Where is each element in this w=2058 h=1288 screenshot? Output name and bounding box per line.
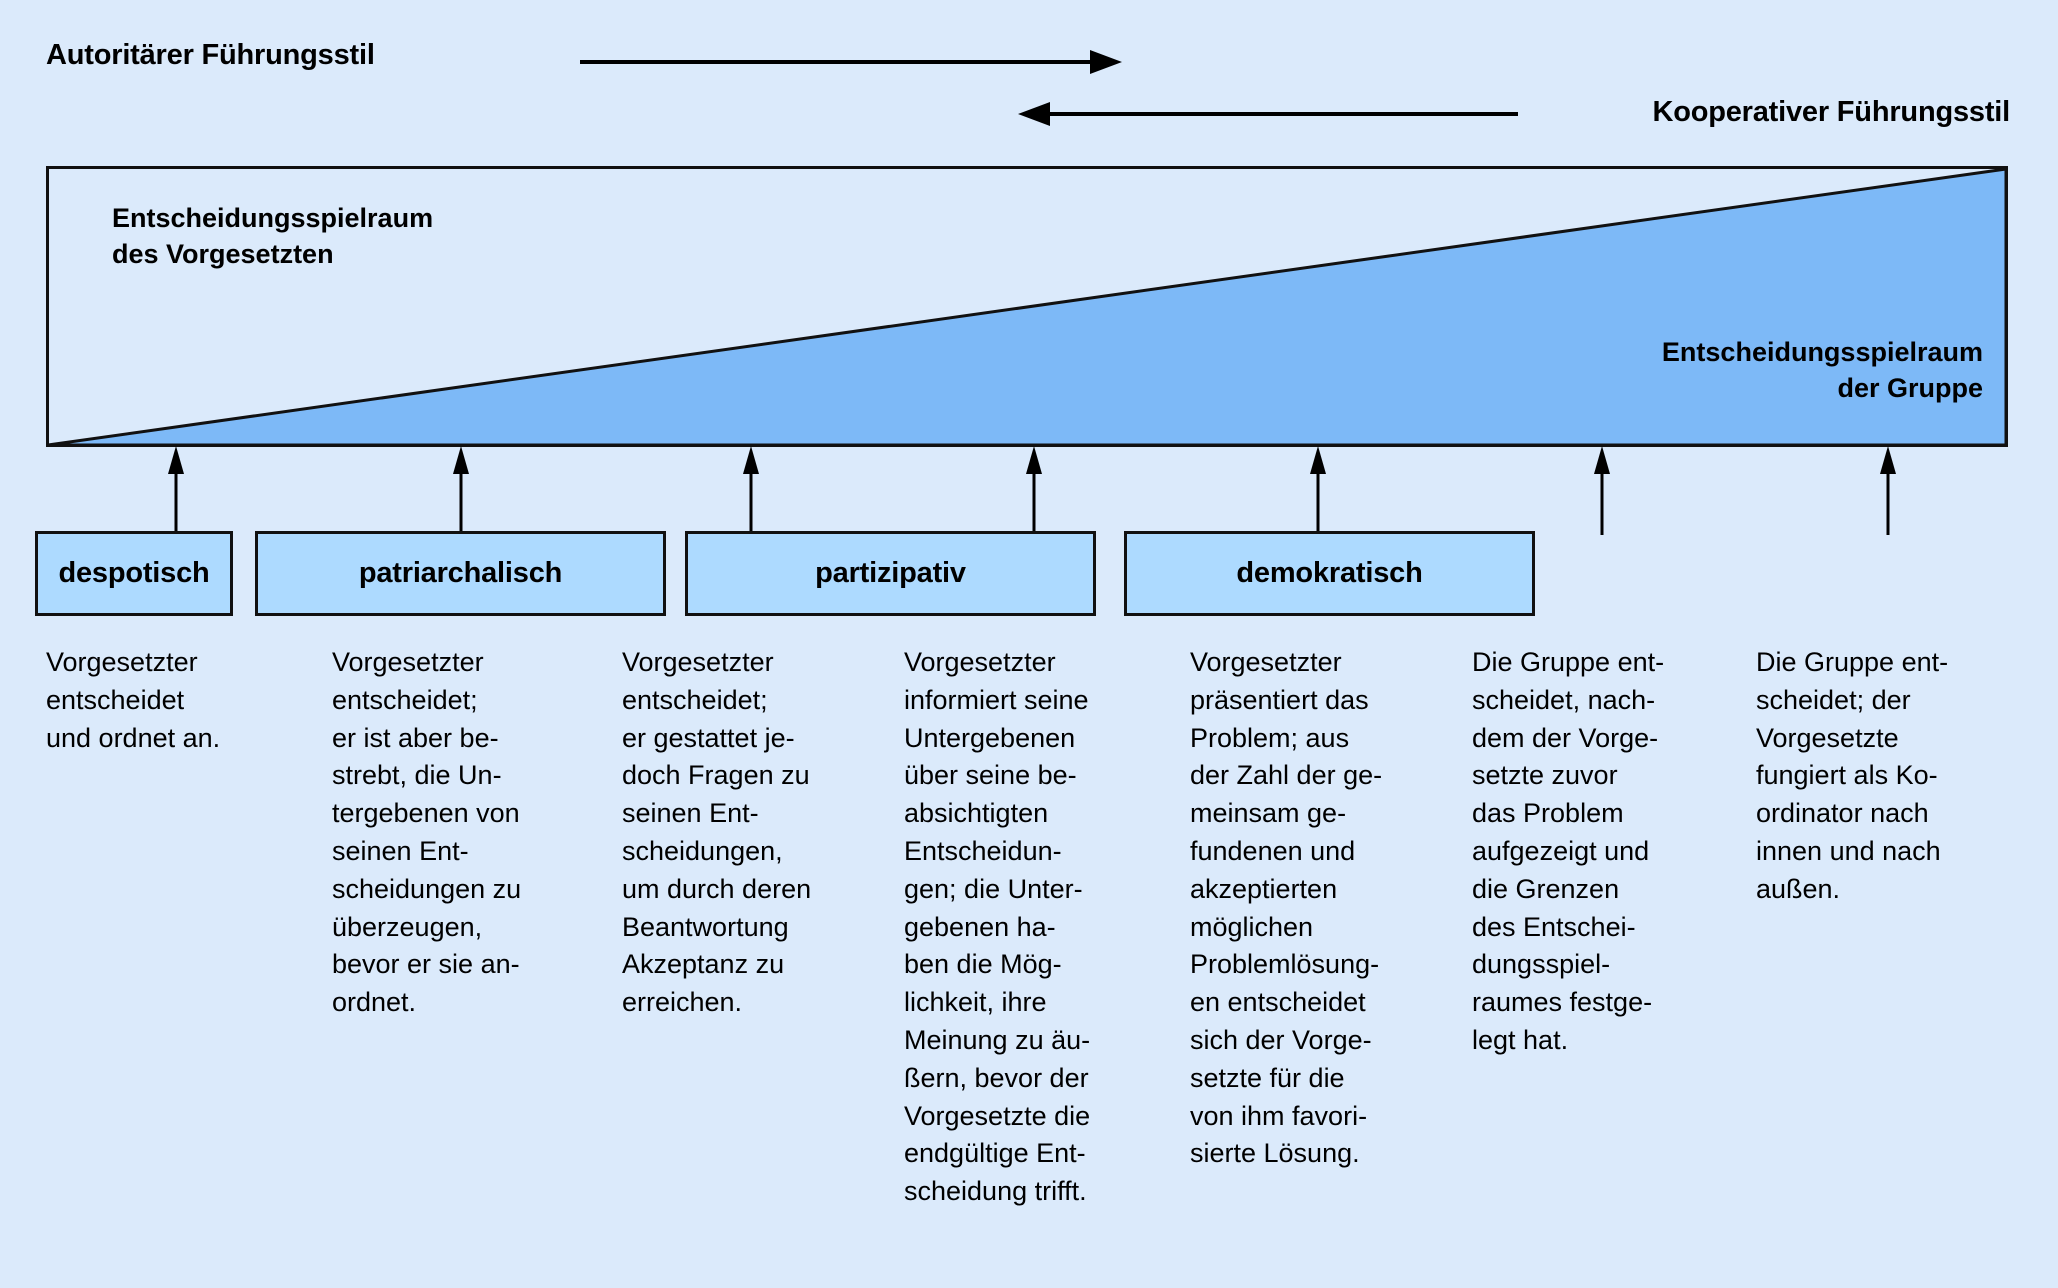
style-label: patriarchalisch xyxy=(358,557,563,589)
arrow-up-icon xyxy=(1594,446,1610,535)
wedge-graphic xyxy=(46,166,2008,447)
arrow-up-icon xyxy=(453,446,469,535)
style-label: partizipativ xyxy=(815,557,966,589)
style-box-patriarchalisch[interactable]: patriarchalisch xyxy=(255,531,666,616)
cooperative-style-label: Kooperativer Führungsstil xyxy=(1652,96,2010,128)
connector-arrows xyxy=(168,446,1896,535)
style-box-partizipativ[interactable]: partizipativ xyxy=(685,531,1096,616)
arrow-up-icon xyxy=(743,446,759,535)
group-decision-latitude-label: Entscheidungsspielraum der Gruppe xyxy=(1661,337,1983,404)
style-box-demokratisch[interactable]: demokratisch xyxy=(1124,531,1535,616)
description-column-5: Vorgesetzter präsentiert das Problem; au… xyxy=(1190,647,1383,1169)
style-label: despotisch xyxy=(58,557,210,589)
arrow-right-icon xyxy=(580,50,1122,74)
description-column-2: Vorgesetzter entscheidet; er ist aber be… xyxy=(332,647,522,1018)
arrow-up-icon xyxy=(168,446,184,535)
description-column-6: Die Gruppe ent- scheidet, nach- dem der … xyxy=(1472,647,1665,1055)
arrow-left-icon xyxy=(1018,102,1518,126)
description-column-1: Vorgesetzter entscheidet und ordnet an. xyxy=(46,647,221,753)
description-column-4: Vorgesetzter informiert seine Untergeben… xyxy=(904,647,1091,1207)
boss-decision-latitude-label: Entscheidungsspielraum des Vorgesetzten xyxy=(112,203,434,270)
description-column-3: Vorgesetzter entscheidet; er gestattet j… xyxy=(622,647,812,1018)
description-column-7: Die Gruppe ent- scheidet; der Vorgesetzt… xyxy=(1756,647,1949,904)
style-label: demokratisch xyxy=(1236,557,1423,589)
decision-latitude-band: Entscheidungsspielraum des Vorgesetzten … xyxy=(46,166,2008,447)
arrow-up-icon xyxy=(1880,446,1896,535)
arrow-up-icon xyxy=(1310,446,1326,535)
arrow-up-icon xyxy=(1026,446,1042,535)
style-box-despotisch[interactable]: despotisch xyxy=(35,531,233,616)
authoritarian-style-label: Autoritärer Führungsstil xyxy=(46,39,375,71)
header-arrows xyxy=(580,50,1518,126)
